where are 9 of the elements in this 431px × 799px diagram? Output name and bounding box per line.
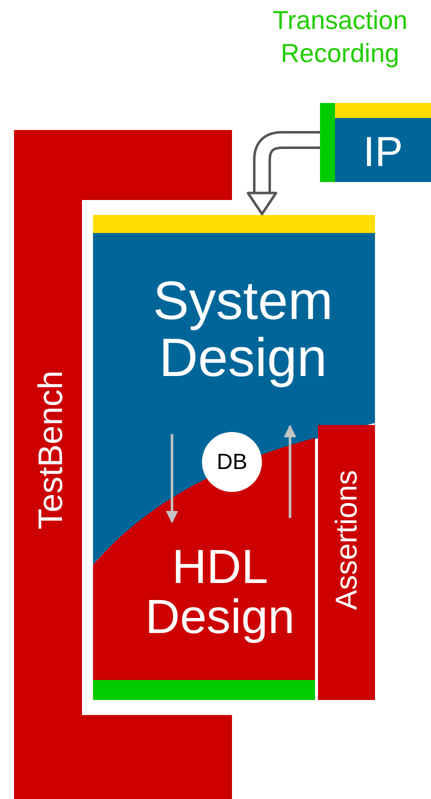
arrow (284, 424, 296, 518)
annotation-text: Transaction Recording (272, 4, 408, 70)
arrow (166, 434, 178, 524)
node-label: TestBench (34, 370, 70, 530)
node-label: IP (362, 130, 404, 174)
node-label: System Design (152, 273, 334, 386)
node-label: DB (216, 450, 248, 474)
arrow (246, 131, 320, 216)
node-label: Assertions (330, 470, 362, 610)
